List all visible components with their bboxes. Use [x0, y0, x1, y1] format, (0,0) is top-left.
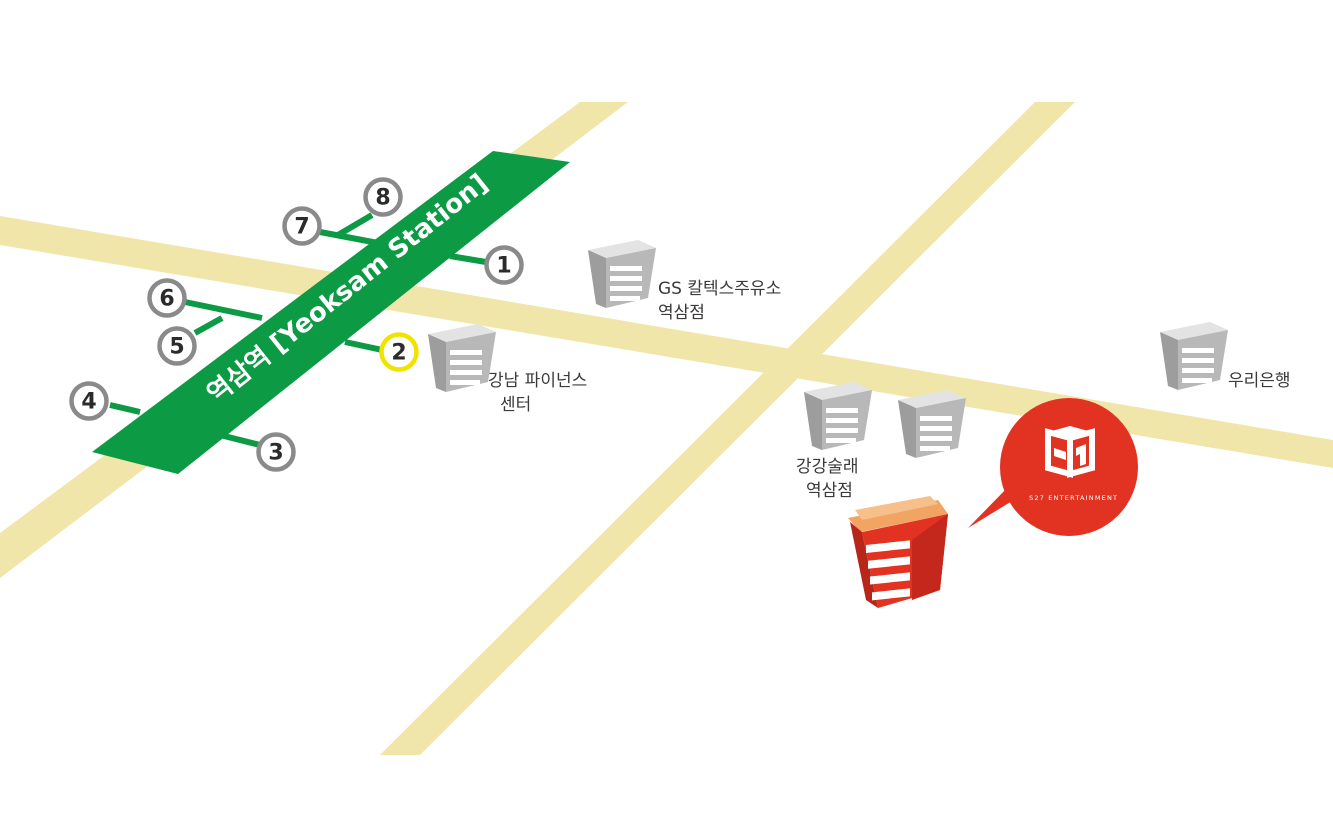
svg-text:센터: 센터	[500, 395, 531, 415]
destination-building	[848, 496, 948, 608]
landmark-gangsullae: 강강술래 역삼점	[796, 382, 966, 501]
svg-text:우리은행: 우리은행	[1228, 371, 1291, 391]
svg-text:4: 4	[81, 390, 96, 415]
building-icon	[588, 240, 656, 308]
s27-logo-icon	[1045, 426, 1095, 478]
building-icon	[804, 382, 872, 450]
landmark-gangnam-finance-center: 강남 파이넌스 센터	[428, 324, 587, 415]
exit-3[interactable]: 3	[256, 432, 296, 472]
svg-text:7: 7	[294, 215, 309, 240]
exit-4[interactable]: 4	[69, 381, 109, 421]
station-platform	[92, 151, 570, 474]
building-icon	[898, 390, 966, 458]
svg-text:역삼점: 역삼점	[806, 481, 853, 501]
exits: 1 2 3 4 5 6 7 8	[69, 177, 524, 472]
exit-5[interactable]: 5	[157, 326, 197, 366]
svg-text:역삼점: 역삼점	[658, 303, 705, 323]
building-icon	[428, 324, 496, 392]
svg-text:강강술래: 강강술래	[796, 457, 859, 477]
exit-8[interactable]: 8	[363, 177, 403, 217]
exit-6[interactable]: 6	[147, 278, 187, 318]
svg-text:8: 8	[375, 186, 390, 211]
exit-1[interactable]: 1	[484, 245, 524, 285]
exit-2[interactable]: 2	[379, 332, 419, 372]
svg-text:1: 1	[496, 254, 511, 279]
destination-callout: S27 ENTERTAINMENT	[968, 398, 1138, 536]
svg-text:GS 칼텍스주유소: GS 칼텍스주유소	[658, 279, 781, 299]
svg-text:강남 파이넌스: 강남 파이넌스	[488, 371, 587, 391]
svg-text:3: 3	[268, 441, 283, 466]
svg-text:6: 6	[159, 287, 174, 312]
exit-connectors	[109, 212, 487, 448]
road-right-diagonal	[380, 102, 1075, 755]
landmark-woori-bank: 우리은행	[1160, 322, 1291, 391]
building-icon	[1160, 322, 1228, 390]
exit-7[interactable]: 7	[282, 206, 322, 246]
svg-text:2: 2	[391, 341, 406, 366]
svg-text:S27 ENTERTAINMENT: S27 ENTERTAINMENT	[1029, 494, 1118, 502]
landmark-gs-caltex: GS 칼텍스주유소 역삼점	[588, 240, 781, 323]
svg-text:5: 5	[169, 335, 184, 360]
